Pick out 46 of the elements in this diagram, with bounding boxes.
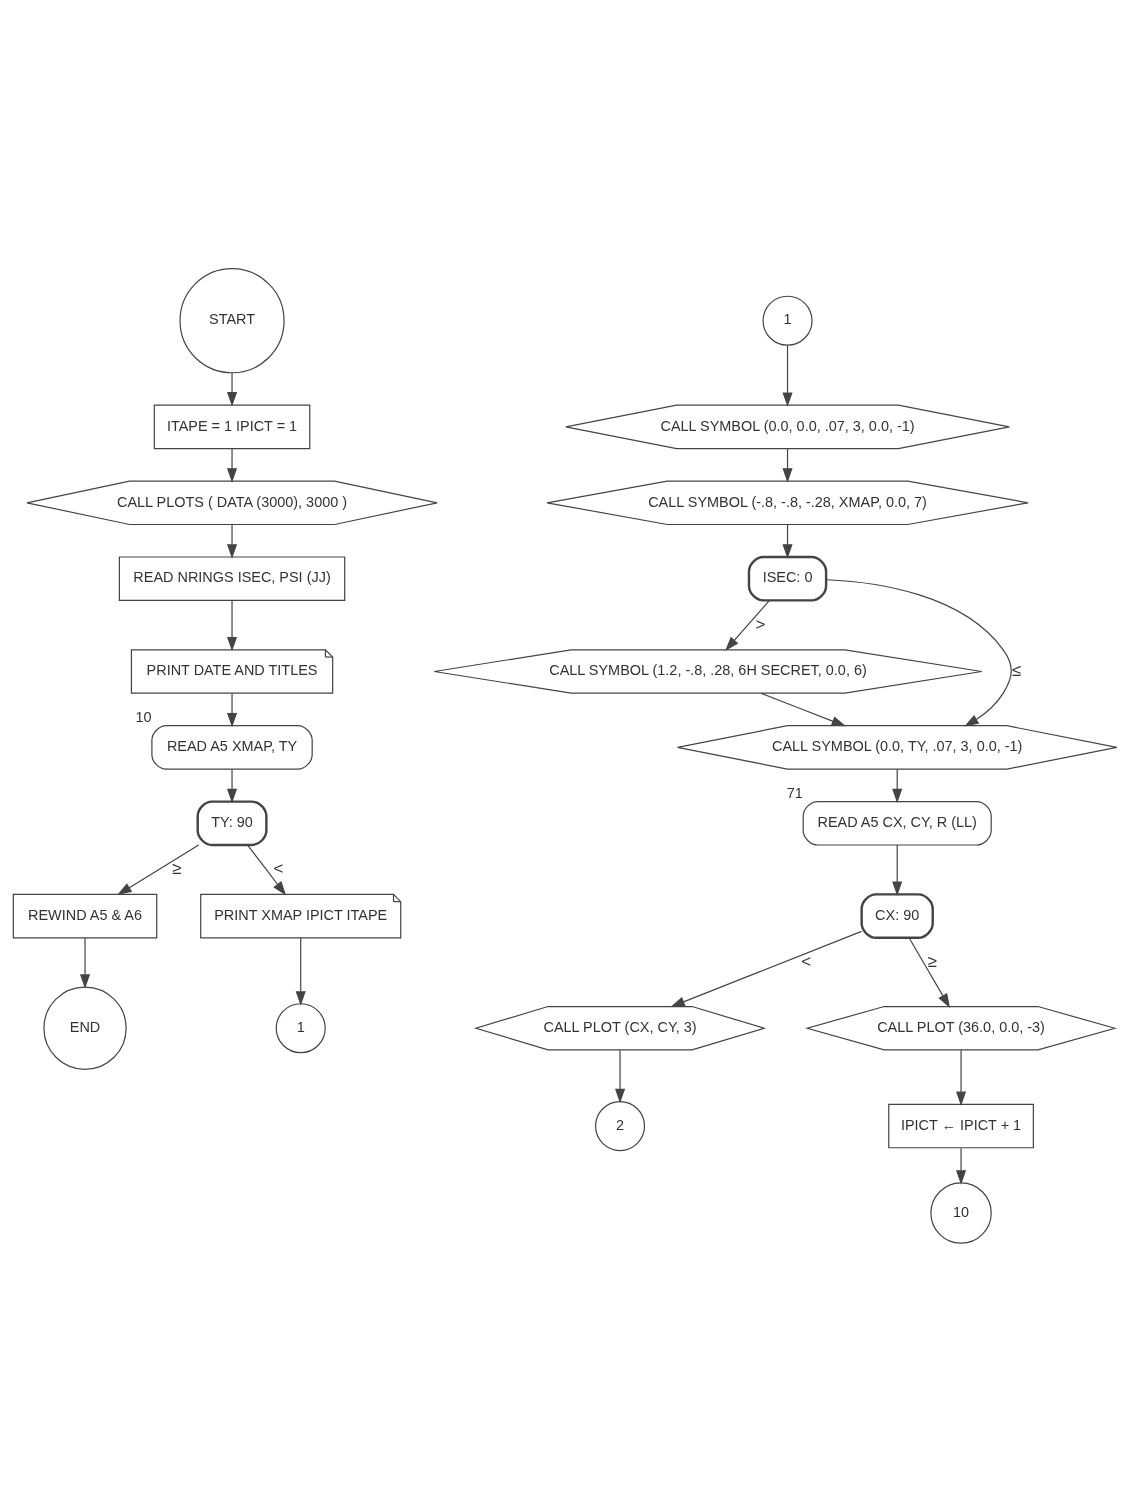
node-box: CX: 90: [860, 892, 934, 939]
edge-label: ≥: [927, 951, 937, 971]
arrow: [226, 692, 238, 727]
node-circle: 10: [930, 1181, 992, 1244]
edge-label: >: [755, 614, 766, 634]
arrow: [226, 599, 238, 651]
edge-label: ≤: [1011, 660, 1022, 680]
arrow: [117, 843, 200, 895]
node-circle: 1: [762, 295, 813, 346]
arrow: [892, 843, 903, 896]
arrow: [670, 930, 863, 1007]
edge-label: ≥: [171, 858, 182, 878]
arrow: [825, 578, 1012, 727]
node-box: TY: 90: [196, 799, 268, 846]
node-label: 10: [135, 708, 152, 725]
node-box: REWIND A5 & A6: [12, 893, 158, 938]
node-label: 71: [786, 784, 803, 801]
edge-label: <: [801, 951, 812, 971]
arrow: [226, 447, 238, 483]
arrow: [226, 768, 238, 803]
arrow: [760, 692, 847, 726]
arrow: [782, 447, 793, 483]
arrow: [956, 1049, 967, 1106]
node-box: ITAPE = 1 IPICT = 1: [153, 404, 311, 449]
node-box: READ A5 CX, CY, R (LL): [802, 800, 992, 846]
edge-label: <: [273, 858, 284, 878]
arrow: [226, 371, 238, 407]
arrow: [226, 523, 238, 559]
arrow: [892, 768, 903, 803]
node-circle: 1: [275, 1002, 326, 1053]
node-box: READ NRINGS ISEC, PSI (JJ): [118, 555, 346, 601]
arrow: [908, 936, 950, 1008]
node-circle: 2: [595, 1100, 646, 1151]
node-circle: START: [179, 267, 285, 373]
arrow: [782, 523, 793, 559]
arrow: [247, 843, 287, 896]
arrow: [782, 344, 793, 407]
node-circle: END: [43, 986, 127, 1070]
node-box: ISEC: 0: [747, 555, 828, 602]
arrow: [956, 1147, 967, 1185]
node-box: READ A5 XMAP, TY: [151, 724, 313, 770]
arrow: [79, 936, 91, 989]
arrow: [725, 599, 771, 651]
node-box: IPICT ← IPICT + 1: [888, 1103, 1034, 1148]
arrow: [295, 936, 306, 1006]
arrow: [615, 1049, 626, 1103]
